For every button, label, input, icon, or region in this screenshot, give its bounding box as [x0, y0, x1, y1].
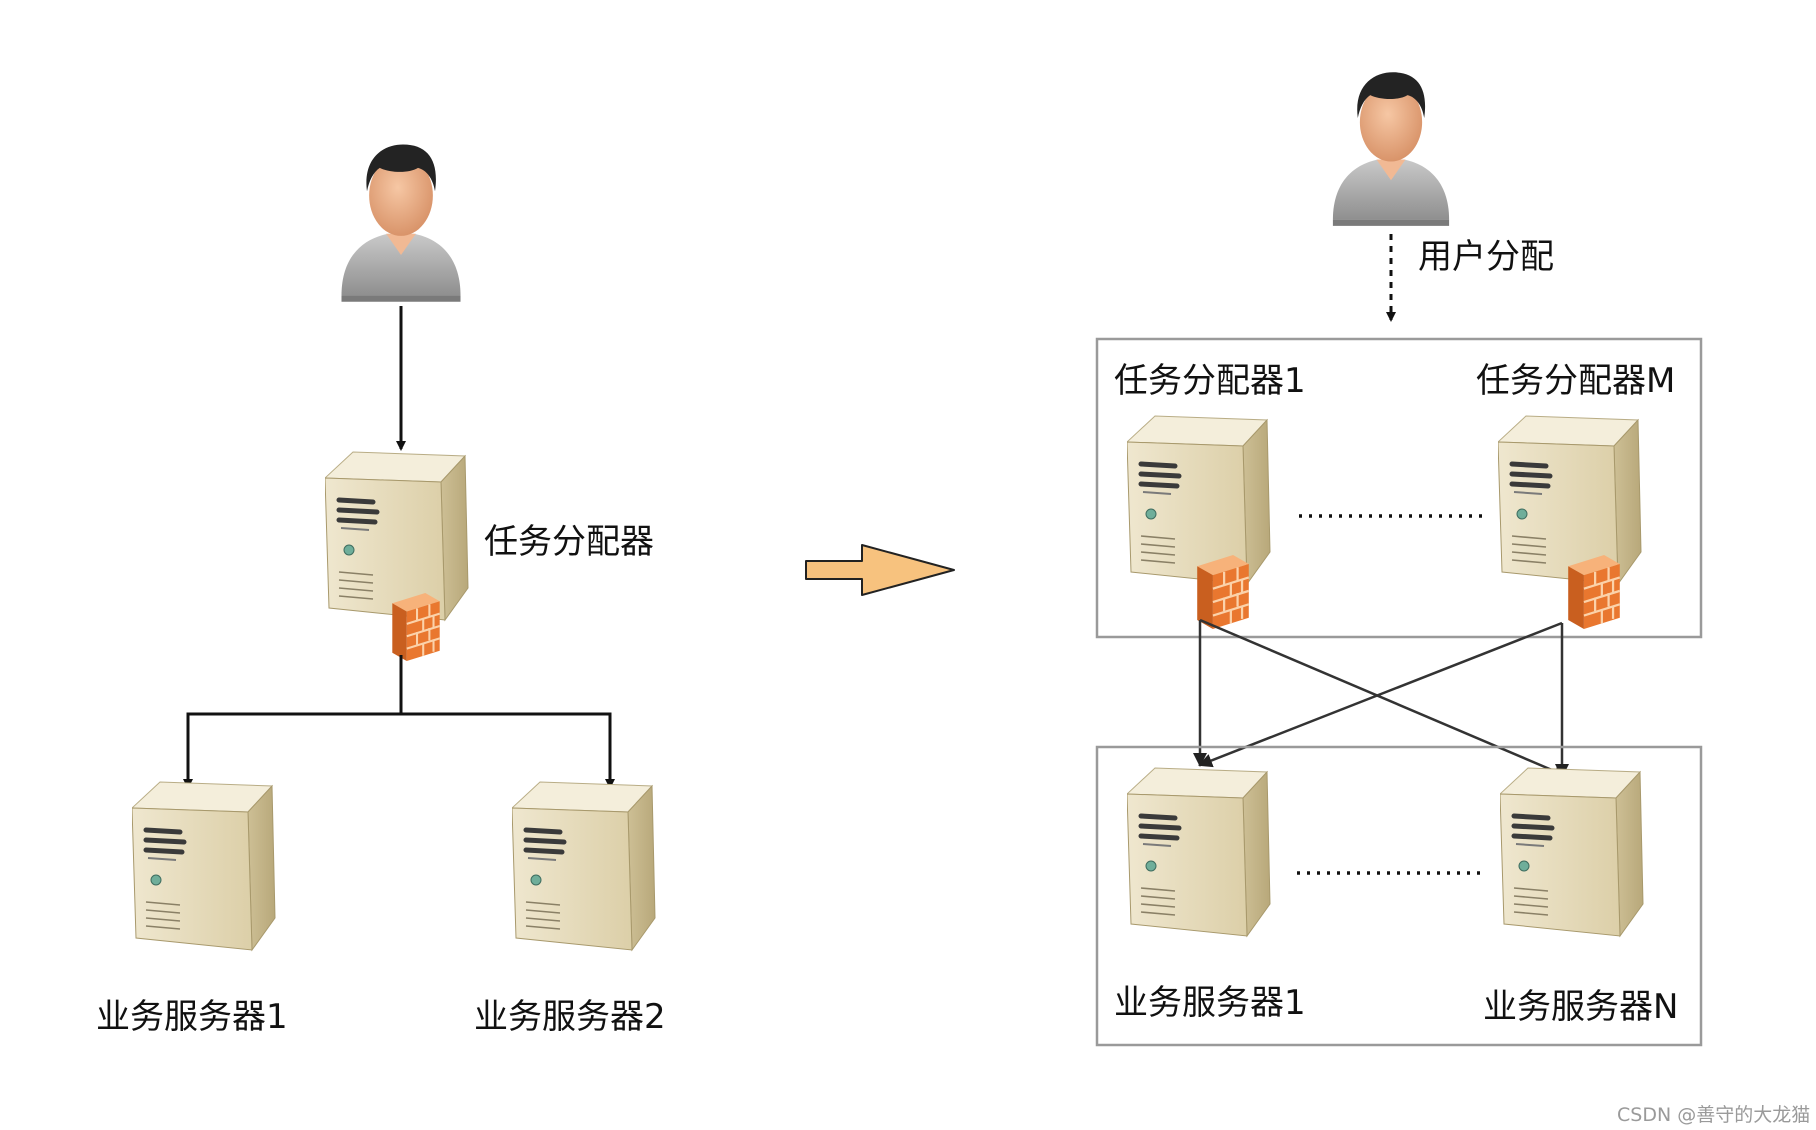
- business-server-2-icon: [512, 782, 655, 950]
- dispatcher-server-icon: [325, 452, 468, 620]
- dispatcher-1-label: 任务分配器1: [1114, 361, 1306, 401]
- business-server-1-icon: [132, 782, 275, 950]
- business-server-1-label: 业务服务器1: [96, 997, 288, 1037]
- business-server-n-icon: [1500, 768, 1643, 936]
- transition-arrow-icon: [805, 544, 955, 596]
- left-architecture: [132, 144, 655, 951]
- business-server-cluster-box: [1095, 745, 1703, 1047]
- business-server-1-icon: [1127, 768, 1270, 936]
- dispatcher-m-server-icon: [1498, 416, 1641, 584]
- dispatcher-1-server-icon: [1127, 416, 1270, 584]
- firewall-icon: [1196, 555, 1250, 629]
- firewall-icon: [392, 593, 440, 661]
- dispatcher-cluster-box: [1095, 337, 1703, 639]
- user-icon: [341, 144, 461, 302]
- watermark: CSDN @善守的大龙猫: [1617, 1104, 1811, 1126]
- user-dispatch-label: 用户分配: [1418, 237, 1554, 277]
- business-server-2-label: 业务服务器2: [474, 997, 666, 1037]
- cross-connection-arrows: [1193, 618, 1569, 778]
- business-server-n-label: 业务服务器N: [1483, 987, 1679, 1027]
- right-architecture: [1095, 72, 1703, 1047]
- right-business-server-1-label: 业务服务器1: [1114, 983, 1306, 1023]
- user-icon: [1332, 72, 1450, 226]
- dispatcher-label: 任务分配器: [484, 522, 654, 562]
- branch-line: [186, 712, 612, 772]
- firewall-icon: [1567, 555, 1621, 629]
- dispatcher-m-label: 任务分配器M: [1476, 361, 1676, 401]
